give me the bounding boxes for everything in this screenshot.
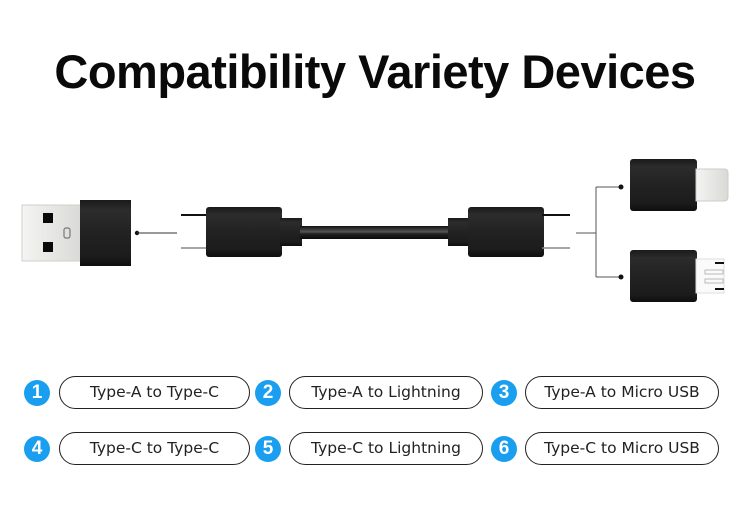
- option-number-badge: 2: [255, 380, 281, 406]
- option-number-badge: 3: [491, 380, 517, 406]
- option-number-badge: 6: [491, 436, 517, 462]
- option-type-a-to-type-c: Type-A to Type-C: [59, 376, 250, 409]
- option-number-badge: 1: [24, 380, 50, 406]
- option-number-badge: 4: [24, 436, 50, 462]
- option-type-c-to-lightning: Type-C to Lightning: [289, 432, 483, 465]
- option-type-a-to-micro-usb: Type-A to Micro USB: [525, 376, 719, 409]
- option-type-c-to-type-c: Type-C to Type-C: [59, 432, 250, 465]
- usb-c-left-connector: [181, 207, 302, 257]
- option-type-a-to-lightning: Type-A to Lightning: [289, 376, 483, 409]
- usb-c-right-connector: [448, 207, 570, 257]
- lightning-adapter: [630, 159, 729, 211]
- micro-usb-adapter: [630, 250, 725, 302]
- cable-cord: [300, 226, 450, 239]
- option-number-badge: 5: [255, 436, 281, 462]
- page-title: Compatibility Variety Devices: [54, 45, 696, 98]
- option-type-c-to-micro-usb: Type-C to Micro USB: [525, 432, 719, 465]
- usb-a-connector: [21, 200, 131, 266]
